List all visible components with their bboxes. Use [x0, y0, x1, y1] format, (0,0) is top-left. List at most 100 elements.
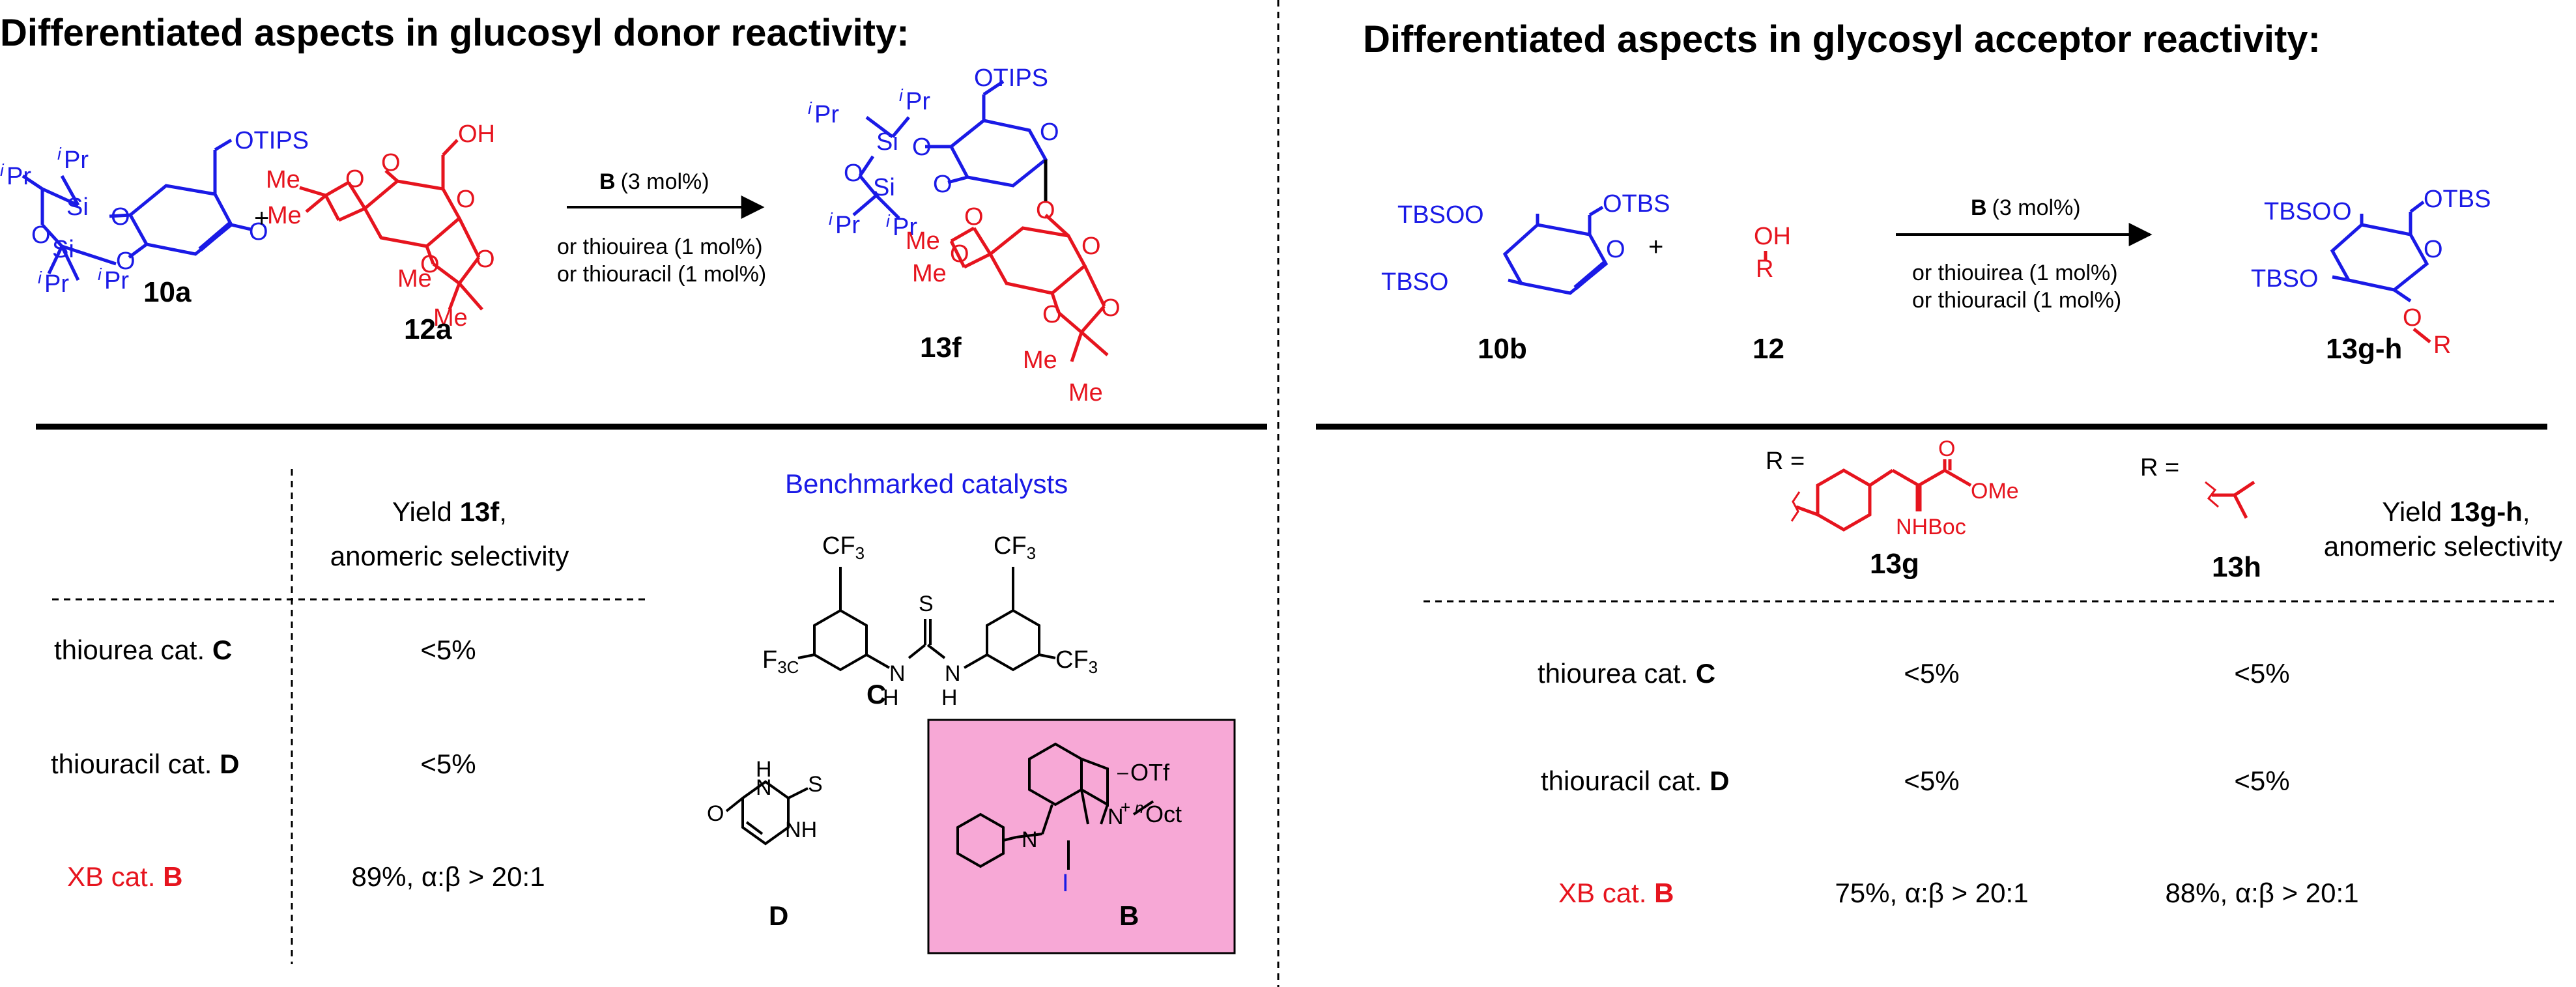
right-row-3-v2: 88%, α:β > 20:1 — [2165, 878, 2358, 908]
right-row-2-label: thiouracil cat. D — [1541, 765, 1729, 796]
product-ipr-i4: i — [886, 211, 891, 231]
acceptor-me1: Me — [266, 166, 300, 193]
label-13gh: 13g-h — [2326, 333, 2402, 365]
acceptor-12-r: R — [1756, 255, 1773, 283]
product-otips: OTIPS — [974, 64, 1048, 92]
r-eq-13g: R = — [1766, 448, 1805, 475]
product-red-o3: O — [1042, 301, 1062, 328]
acceptor-me3: Me — [397, 265, 432, 293]
D-nh-top-n: N — [756, 775, 772, 800]
sub13g-ome: OMe — [1971, 479, 2019, 504]
product13gh-otbs: OTBS — [2424, 186, 2491, 213]
label-catalyst-C: C — [866, 679, 886, 709]
donor10b-ring-o: O — [1606, 236, 1625, 263]
B-minus: – — [1117, 762, 1128, 783]
left-row-2-value: <5% — [420, 749, 476, 779]
conditions-right-1: B(3 mol%) — [1971, 195, 2081, 220]
left-table-header-1: Yield 13f, — [392, 496, 507, 527]
product13gh-o: O — [2403, 304, 2422, 332]
B-iodo: I — [1062, 870, 1069, 897]
product-me4: Me — [1068, 379, 1103, 407]
right-row-1-v2: <5% — [2234, 658, 2289, 689]
donor-ipr1: Pr — [64, 147, 89, 174]
donor-o3: O — [111, 203, 130, 231]
donor10b-tbso-1: TBSO — [1397, 201, 1465, 229]
acceptor-12a-structure — [299, 139, 483, 311]
label-10b: 10b — [1478, 333, 1527, 365]
B-plus: + — [1121, 797, 1130, 817]
label-12: 12 — [1753, 333, 1784, 365]
left-title: Differentiated aspects in glucosyl donor… — [0, 12, 909, 54]
catalyst-C-structure — [797, 567, 1056, 672]
product-o3: O — [912, 134, 932, 161]
product13gh-tbso-1: TBSO — [2264, 198, 2331, 225]
left-row-2-label: thiouracil cat. D — [51, 749, 239, 779]
sub13g-nhboc: NHBoc — [1896, 515, 1966, 539]
donor-ring-o: O — [249, 218, 268, 246]
B-oct: Oct — [1145, 801, 1182, 827]
benchmark-title: Benchmarked catalysts — [785, 468, 1068, 499]
catalyst-B-box — [927, 719, 1236, 954]
donor-ipr-i: i — [57, 144, 62, 164]
product-ipr1: Pr — [814, 101, 839, 128]
conditions-left-alt1: or thiouirea (1 mol%) — [557, 235, 763, 259]
product13gh-tbso-2: TBSO — [2251, 265, 2318, 293]
product-ipr-i2: i — [899, 85, 904, 105]
catalyst-D-structure — [725, 780, 809, 846]
label-13h: 13h — [2212, 551, 2261, 583]
right-row-2-v2: <5% — [2234, 765, 2289, 796]
product-me1: Me — [906, 227, 940, 255]
donor-ipr-i4: i — [98, 265, 102, 284]
donor-ipr-i3: i — [38, 268, 42, 287]
acceptor-o1: O — [381, 149, 401, 177]
label-13f: 13f — [920, 332, 962, 364]
acceptor-12-oh: OH — [1754, 223, 1791, 250]
label-catalyst-D: D — [769, 900, 788, 931]
donor-10a-structure — [21, 138, 251, 281]
D-nh-top-h: H — [756, 757, 772, 782]
product-red-o4: O — [1101, 294, 1121, 322]
acceptor-o2: O — [345, 165, 365, 193]
donor10b-otbs: OTBS — [1603, 190, 1670, 218]
acceptor-o4: O — [476, 246, 495, 273]
left-row-3-label: XB cat. B — [67, 861, 182, 892]
donor-otips: OTIPS — [235, 127, 309, 154]
D-o: O — [707, 801, 724, 826]
product-ipr4: Pr — [893, 214, 917, 241]
acceptor-me2: Me — [267, 202, 302, 229]
conditions-left-1: B(3 mol%) — [599, 169, 709, 194]
donor-ipr3: Pr — [44, 270, 69, 298]
acceptor-o3: O — [420, 251, 440, 278]
product-si2: Si — [873, 174, 895, 201]
C-h2: H — [941, 685, 958, 710]
left-row-3-value: 89%, α:β > 20:1 — [351, 861, 545, 892]
label-12a: 12a — [404, 313, 452, 345]
product-me3: Me — [1023, 347, 1057, 374]
left-row-1-value: <5% — [420, 635, 476, 665]
product13gh-r: R — [2433, 332, 2451, 359]
donor-ipr-i2: i — [0, 160, 5, 180]
C-cf3-right: CF3 — [1055, 646, 1098, 677]
D-s: S — [808, 772, 823, 797]
right-table-header-2: anomeric selectivity — [2324, 531, 2562, 562]
right-row-1-v1: <5% — [1904, 658, 1959, 689]
B-otf: OTf — [1130, 759, 1170, 786]
product-ipr3: Pr — [835, 212, 860, 239]
product13gh-ring-o: O — [2424, 236, 2443, 263]
product-red-o2: O — [950, 240, 969, 268]
B-oct-n: n — [1135, 799, 1143, 817]
product-link-o: O — [1036, 197, 1055, 224]
product13gh-o-4: O — [2332, 198, 2352, 225]
conditions-right-alt1: or thiouirea (1 mol%) — [1912, 261, 2118, 285]
right-table-header-1: Yield 13g-h, — [2382, 496, 2530, 527]
donor-ipr2: Pr — [7, 163, 31, 190]
product-o4: O — [933, 171, 952, 198]
donor-o-bridge: O — [31, 222, 51, 249]
product-13gh-structure — [2330, 201, 2431, 343]
left-table-header-2: anomeric selectivity — [330, 541, 569, 571]
catalyst-B-structure — [956, 742, 1154, 870]
B-n1: N — [1022, 827, 1038, 852]
donor-o4: O — [116, 248, 136, 275]
